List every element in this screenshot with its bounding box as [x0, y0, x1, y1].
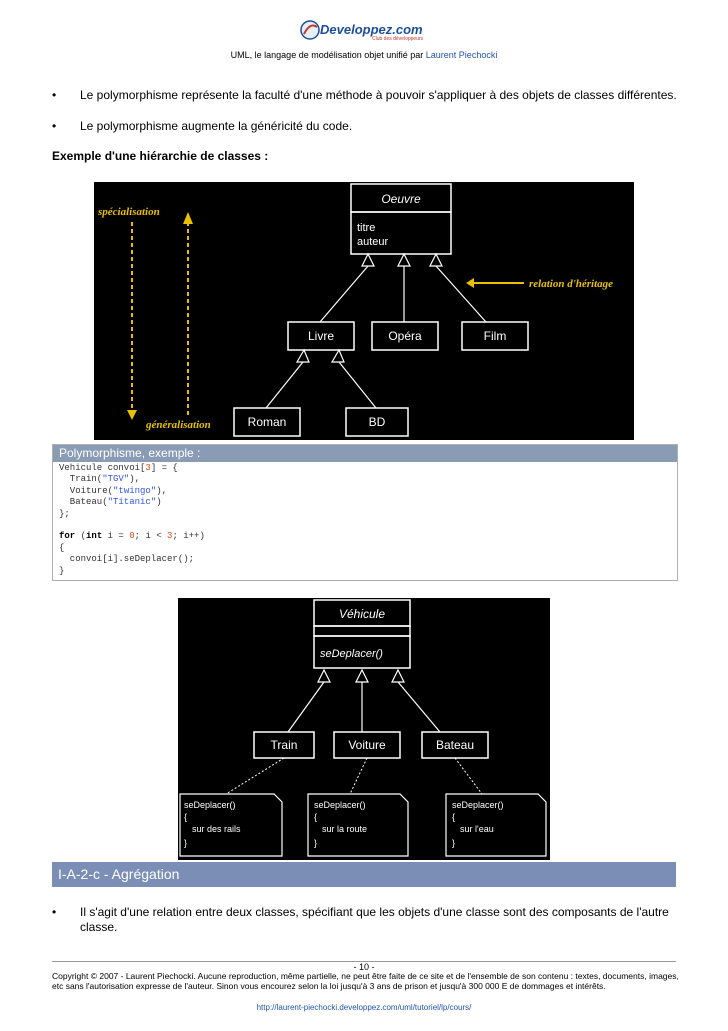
class-name: Livre: [308, 329, 334, 343]
note-method: seDeplacer(): [314, 800, 366, 810]
bullet-text: Il s'agit d'une relation entre deux clas…: [80, 905, 669, 934]
site-logo: [300, 20, 320, 40]
page-number: - 10 -: [353, 962, 375, 972]
note-brace: {: [452, 812, 455, 822]
note-brace: {: [184, 812, 187, 822]
code-example-box: Polymorphisme, exemple : Vehicule convoi…: [52, 444, 678, 581]
bullet-text: Le polymorphisme augmente la généricité …: [80, 119, 353, 133]
note-brace: }: [184, 838, 187, 848]
note-text: sur la route: [322, 824, 367, 834]
logo-text: Developpez.com: [320, 22, 423, 37]
bullet-marker: •: [52, 88, 57, 102]
note-bateau: seDeplacer() { sur l'eau }: [445, 793, 547, 857]
section-label: Exemple d'une hiérarchie de classes :: [52, 149, 269, 163]
class-method: seDeplacer(): [320, 648, 383, 660]
generalisation-label: généralisation: [145, 419, 211, 431]
class-name: Bateau: [436, 738, 474, 752]
class-hierarchy-diagram: spécialisation généralisation relation d…: [94, 182, 634, 440]
class-box-film: [461, 321, 529, 351]
class-box-bd: [345, 407, 409, 437]
section-heading: I-A-2-c - Agrégation: [52, 862, 676, 887]
bullet-text: Le polymorphisme représente la faculté d…: [80, 88, 677, 102]
class-attribute: titre: [357, 222, 375, 234]
note-text: sur l'eau: [460, 824, 494, 834]
footer-url-link[interactable]: http://laurent-piechocki.developpez.com/…: [256, 1003, 472, 1012]
class-name: Opéra: [388, 329, 422, 343]
class-name: Train: [271, 738, 298, 752]
relation-label: relation d'héritage: [529, 278, 613, 290]
note-train: seDeplacer() { sur des rails }: [179, 793, 283, 857]
class-name: Véhicule: [339, 607, 385, 621]
class-name: Film: [484, 329, 507, 343]
note-text: sur des rails: [192, 824, 241, 834]
class-name: Roman: [248, 415, 287, 429]
code-box-title: Polymorphisme, exemple :: [53, 445, 677, 462]
bullet-marker: •: [52, 905, 57, 919]
code-block: Vehicule convoi[3] = { Train("TGV"), Voi…: [59, 463, 205, 576]
document-header: UML, le langage de modélisation objet un…: [0, 50, 728, 60]
note-voiture: seDeplacer() { sur la route }: [307, 793, 409, 857]
note-brace: }: [314, 838, 317, 848]
copyright-notice: Copyright © 2007 - Laurent Piechocki. Au…: [52, 971, 679, 991]
specialisation-label: spécialisation: [97, 206, 160, 218]
bullet-marker: •: [52, 119, 57, 133]
header-title: UML, le langage de modélisation objet un…: [230, 50, 426, 60]
note-brace: }: [452, 838, 455, 848]
note-method: seDeplacer(): [452, 800, 504, 810]
class-box-opera: [371, 321, 439, 351]
class-name: Voiture: [348, 738, 386, 752]
note-brace: {: [314, 812, 317, 822]
class-name: Oeuvre: [381, 192, 421, 206]
header-author: Laurent Piechocki: [425, 50, 498, 60]
class-box-roman: [233, 407, 301, 437]
footer-divider: [52, 961, 676, 962]
polymorphism-diagram: Véhicule seDeplacer() Train Voiture Bate…: [178, 598, 550, 860]
class-name: BD: [369, 415, 386, 429]
note-method: seDeplacer(): [184, 800, 236, 810]
logo-subtext: Club des développeurs: [372, 36, 424, 42]
class-box-livre: [287, 321, 355, 351]
class-attribute: auteur: [357, 236, 389, 248]
